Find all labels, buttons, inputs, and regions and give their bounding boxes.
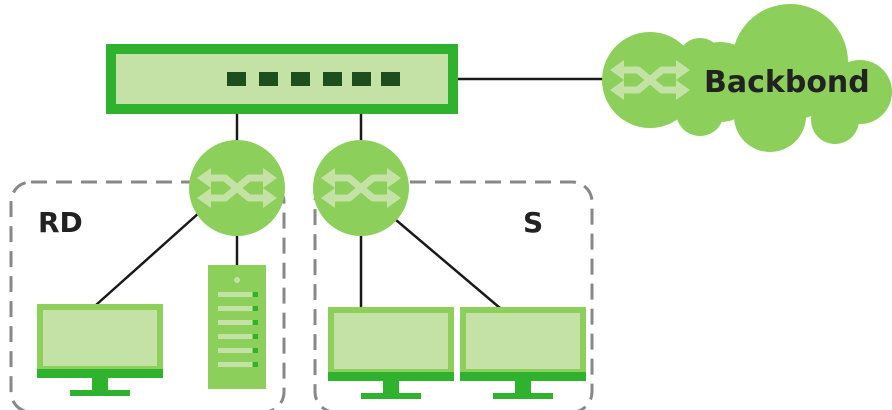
switch-port-4 xyxy=(323,72,342,86)
rd-group-box xyxy=(9,180,286,410)
switch-port-3 xyxy=(291,72,310,86)
switch-port-5 xyxy=(352,72,371,86)
link-router-left-pc xyxy=(95,211,201,306)
switch-port-2 xyxy=(259,72,278,86)
switch-port-1 xyxy=(227,72,246,86)
router-left-icon xyxy=(189,140,285,236)
monitor-icon-rd xyxy=(37,307,163,396)
server-icon xyxy=(208,265,266,389)
s-group-label: S xyxy=(523,206,543,239)
monitor-icon-s-1 xyxy=(328,310,454,399)
link-router-right-pc2 xyxy=(395,219,501,309)
router-right-icon xyxy=(313,140,409,236)
rd-group-label: RD xyxy=(38,206,83,239)
backbone-router-icon xyxy=(602,32,698,128)
switch-icon xyxy=(106,44,458,114)
s-group-box xyxy=(313,180,594,410)
switch-port-6 xyxy=(381,72,400,86)
backbone-label: Backbond xyxy=(704,65,870,100)
monitor-icon-s-2 xyxy=(460,310,586,399)
cloud-icon: Backbond xyxy=(602,4,892,152)
